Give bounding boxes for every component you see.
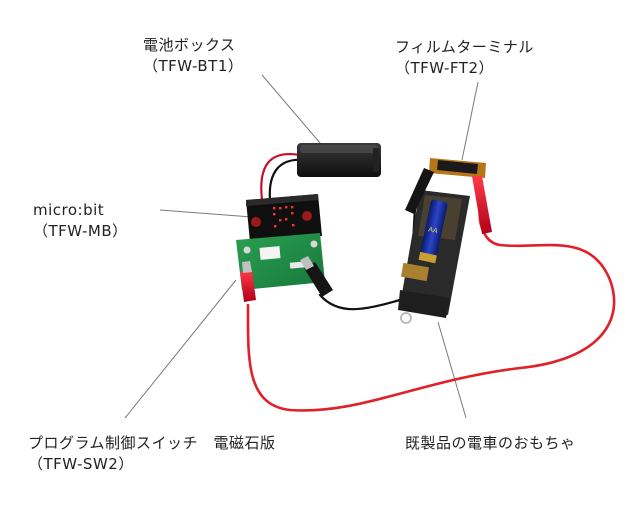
train-toy: AA [398,190,470,324]
film-terminal-label-name: フィルムターミナル [395,38,534,56]
battery-box-label-name: 電池ボックス [143,36,236,54]
red-clip-terminal [472,176,492,234]
battery-cell: AA [418,199,448,264]
battery-box-label-model: （TFW-BT1） [143,57,244,75]
train-toy-label: 既製品の電車のおもちゃ [405,433,576,454]
battery-box-label: 電池ボックス （TFW-BT1） [143,35,243,77]
microbit-led-matrix [273,206,295,228]
red-clip-switch [240,261,256,302]
battery-wire-black [268,158,304,201]
switch-label-name: プログラム制御スイッチ 電磁石版 [28,434,276,452]
leader-switch [124,279,237,419]
leader-microbit [159,209,266,219]
leader-train [437,321,467,419]
red-wire [246,206,616,412]
switch-label-model: （TFW-SW2） [28,455,134,473]
microbit-label: micro:bit （TFW-MB） [33,200,128,242]
battery-box [297,143,381,177]
black-clip-terminal [405,168,434,214]
leader-film [461,81,479,161]
film-terminal-label: フィルムターミナル （TFW-FT2） [395,37,534,79]
film-terminal [429,158,486,178]
leader-lines [124,74,479,419]
microbit-label-model: （TFW-MB） [33,222,128,240]
train-toy-label-name: 既製品の電車のおもちゃ [405,434,576,452]
film-terminal-label-model: （TFW-FT2） [395,59,494,77]
battery-label: AA [428,226,439,235]
battery-wire-red [260,153,301,201]
microbit-board [246,194,322,242]
switch-label: プログラム制御スイッチ 電磁石版 （TFW-SW2） [28,433,276,475]
microbit-label-name: micro:bit [33,201,105,219]
black-clip-switch [300,256,333,297]
leader-battery [261,74,327,151]
